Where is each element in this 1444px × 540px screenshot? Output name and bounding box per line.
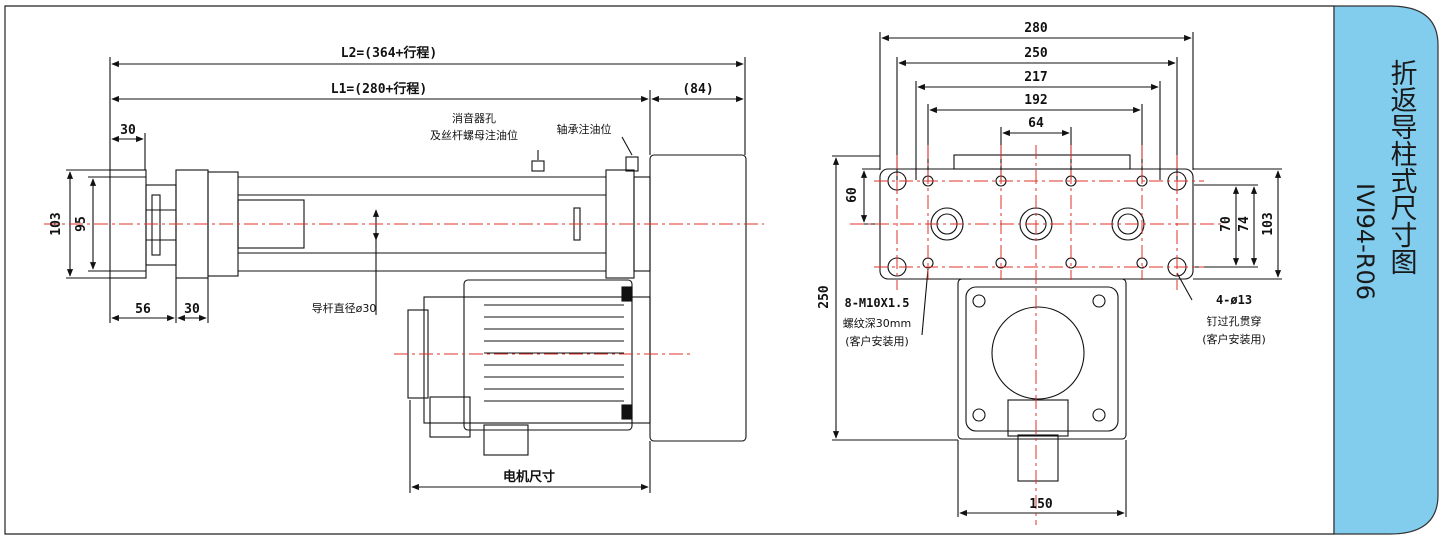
dim-60: 60 (845, 187, 860, 203)
dim-95: 95 (74, 216, 89, 232)
dim-192: 192 (1024, 93, 1047, 108)
technical-drawing: L2=(364+行程) L1=(280+行程) (84) 30 56 30 10… (4, 5, 1439, 535)
note-thread-3: (客户安装用) (845, 334, 909, 348)
drawing-frame: L2=(364+行程) L1=(280+行程) (84) 30 56 30 10… (4, 5, 1440, 535)
dim-150: 150 (1029, 497, 1053, 512)
dim-103-side: 103 (49, 212, 64, 235)
dim-280: 280 (1024, 21, 1048, 36)
side-view (66, 57, 747, 493)
dim-30-bottom: 30 (184, 302, 200, 317)
dim-l1: L1=(280+行程) (331, 81, 427, 97)
dim-250-w: 250 (1024, 46, 1048, 61)
note-muffler-2: 及丝杆螺母注油位 (430, 128, 518, 142)
note-muffler-1: 消音器孔 (452, 111, 496, 125)
dim-64: 64 (1028, 116, 1044, 131)
side-center-lines (44, 223, 764, 355)
dim-l2: L2=(364+行程) (341, 45, 437, 61)
front-view (832, 32, 1282, 517)
title-sidebar (1333, 5, 1439, 535)
note-thread-2: 螺纹深30mm (843, 316, 911, 330)
note-hole-2: 钉过孔贯穿 (1207, 314, 1262, 328)
dim-30-top: 30 (120, 123, 136, 138)
dim-250-h: 250 (817, 285, 832, 309)
dim-74: 74 (1237, 216, 1252, 232)
dim-70: 70 (1219, 216, 1234, 232)
note-thread-1: 8-M10X1.5 (844, 296, 909, 310)
sidebar-title: 折返导柱式尺寸图 (1386, 59, 1418, 275)
note-bearing: 轴承注油位 (557, 122, 612, 136)
dim-217: 217 (1024, 70, 1047, 85)
sidebar-model: IVI94-R06 (1351, 183, 1379, 300)
drawing-border (4, 5, 1335, 535)
dim-56: 56 (135, 302, 151, 317)
dim-motor: 电机尺寸 (503, 469, 555, 485)
dim-84: (84) (682, 82, 713, 97)
note-hole-3: (客户安装用) (1202, 332, 1266, 346)
note-guide: 导杆直径ø30 (312, 301, 377, 315)
dim-103-front: 103 (1261, 212, 1276, 235)
front-center-lines (850, 145, 1224, 525)
note-hole-1: 4-ø13 (1216, 293, 1252, 307)
